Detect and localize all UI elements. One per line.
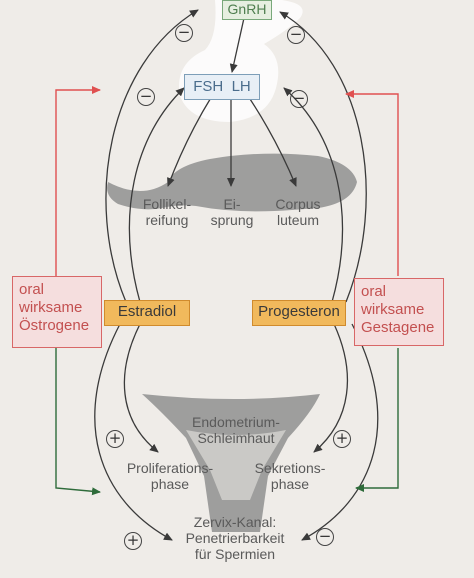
endometrium-label: Endometrium- Schleimhaut [192, 414, 280, 446]
oral-gestagens-green-arrow [355, 348, 399, 492]
minus-sign-cervix: − [316, 528, 334, 546]
plus-sign-secretion: + [333, 430, 351, 448]
minus-sign-gnrh-left: − [175, 24, 193, 42]
uterine-cavity-shape [186, 430, 286, 500]
progesterone-to-gnrh-arrow [279, 11, 367, 303]
follicle-label: Follikel- reifung [142, 196, 192, 228]
progesterone-box: Progesteron [252, 300, 346, 326]
estradiol-to-proliferation-arrow [123, 323, 159, 453]
progesterone-to-pituitary-arrow [283, 87, 344, 303]
oral-estrogens-box: oral wirksame Östrogene [12, 276, 102, 348]
oral-estrogens-label: oral wirksame Östrogene [19, 281, 90, 334]
gnrh-to-pituitary-arrow [229, 17, 245, 73]
estradiol-to-gnrh-arrow [105, 9, 199, 303]
ovulation-label: Ei- sprung [210, 196, 254, 228]
plus-sign-proliferation: + [106, 430, 124, 448]
oral-gestagens-label: oral wirksame Gestagene [361, 283, 435, 336]
estradiol-to-cervix-arrow [94, 323, 173, 541]
oral-estrogens-red-arrow [55, 86, 101, 276]
progesterone-to-cervix-arrow [301, 323, 379, 541]
cervix-label: Zervix-Kanal: Penetrierbarkeit für Sperm… [185, 514, 285, 562]
pituitary-to-corpus-arrow [247, 95, 297, 187]
estradiol-box: Estradiol [104, 300, 190, 326]
secretion-phase-label: Sekretions- phase [254, 460, 326, 492]
fsh-lh-box: FSH LH [184, 74, 260, 100]
oral-gestagens-red-arrow [345, 90, 399, 276]
gnrh-label: GnRH [227, 1, 267, 17]
minus-sign-pituitary-left: − [137, 88, 155, 106]
minus-sign-gnrh-right: − [287, 26, 305, 44]
plus-sign-cervix: + [124, 532, 142, 550]
oral-estrogens-green-arrow [55, 348, 101, 496]
progesterone-label: Progesteron [258, 303, 340, 320]
gnrh-box: GnRH [222, 0, 272, 20]
pituitary-to-follicle-arrow [167, 95, 213, 187]
minus-sign-pituitary-right: − [290, 90, 308, 108]
proliferation-phase-label: Proliferations- phase [126, 460, 214, 492]
oral-gestagens-box: oral wirksame Gestagene [354, 278, 444, 346]
corpus-luteum-label: Corpus luteum [275, 196, 321, 228]
estradiol-to-pituitary-arrow [128, 87, 185, 303]
estradiol-label: Estradiol [117, 303, 177, 320]
fsh-lh-label: FSH LH [193, 78, 251, 95]
progesterone-to-secretion-arrow [313, 323, 349, 453]
